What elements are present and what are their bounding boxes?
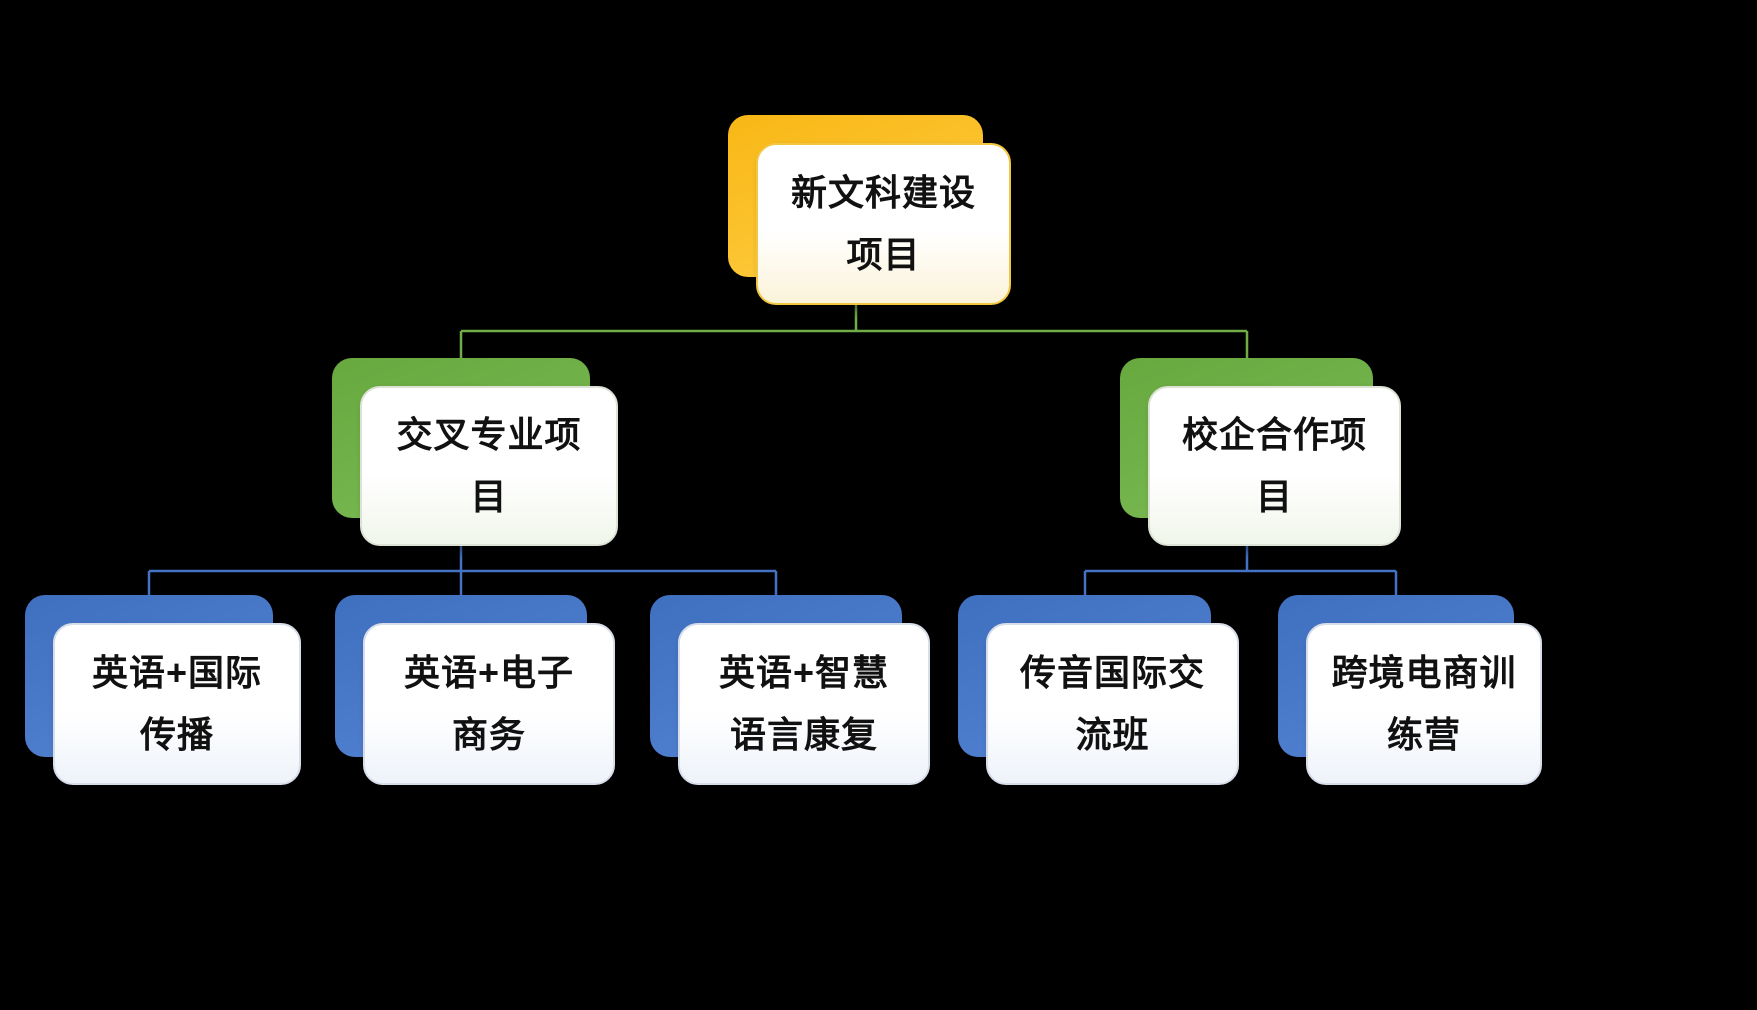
node-leaf-3-card: 英语+智慧 语言康复: [678, 623, 930, 785]
node-branch-left-card: 交叉专业项 目: [360, 386, 618, 546]
node-leaf-3-label: 英语+智慧 语言康复: [718, 652, 890, 755]
left-branch-to-leaves-connector: [147, 546, 778, 596]
node-leaf-2-label: 英语+电子 商务: [403, 652, 575, 755]
node-leaf-1-label: 英语+国际 传播: [91, 652, 263, 755]
node-root-label: 新文科建设 项目: [790, 172, 976, 275]
root-to-branches-connector: [459, 305, 1249, 359]
node-root-card: 新文科建设 项目: [756, 143, 1011, 305]
node-leaf-1-card: 英语+国际 传播: [53, 623, 301, 785]
node-leaf-4-label: 传音国际交 流班: [1019, 652, 1205, 755]
node-leaf-4-card: 传音国际交 流班: [986, 623, 1239, 785]
node-branch-right-label: 校企合作项 目: [1181, 414, 1367, 517]
node-leaf-5-card: 跨境电商训 练营: [1306, 623, 1542, 785]
node-branch-right-card: 校企合作项 目: [1148, 386, 1401, 546]
right-branch-to-leaves-connector: [1083, 546, 1398, 596]
node-branch-left-label: 交叉专业项 目: [396, 414, 582, 517]
node-leaf-2-card: 英语+电子 商务: [363, 623, 615, 785]
node-leaf-5-label: 跨境电商训 练营: [1331, 652, 1517, 755]
